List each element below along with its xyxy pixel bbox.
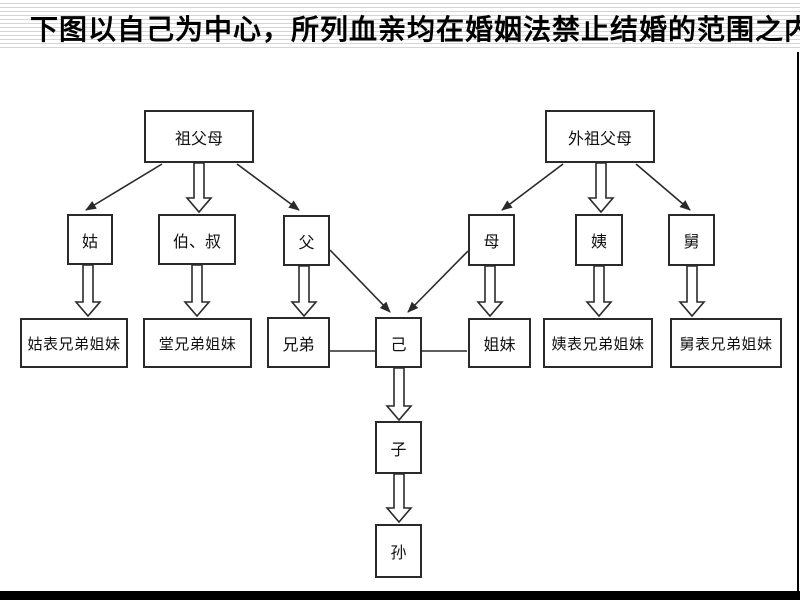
arrow-waizufumu-to-mu xyxy=(501,163,564,211)
node-self: 己 xyxy=(375,317,422,368)
node-brothers: 兄弟 xyxy=(267,317,330,368)
node-grandchildren: 孙 xyxy=(375,524,422,578)
bottom-black-bar xyxy=(0,591,800,600)
title-pinstripe-banner xyxy=(0,0,800,50)
block-arrow-yi-to-yibiao xyxy=(585,265,613,318)
node-maternal-aunt: 姨 xyxy=(575,214,623,266)
slide-title: 下图以自己为中心，所列血亲均在婚姻法禁止结婚的范围之内： xyxy=(30,15,800,46)
arrow-mu-to-ji xyxy=(407,250,469,313)
block-arrow-zufumu-to-boshu xyxy=(185,162,213,214)
block-arrow-ji-to-zi xyxy=(385,367,413,422)
block-arrow-zi-to-sun xyxy=(385,473,413,524)
block-arrow-fu-to-xiongdi xyxy=(290,265,318,318)
node-mother: 母 xyxy=(468,214,515,266)
arrow-zufumu-to-fu xyxy=(236,163,300,211)
node-maternal-uncle: 舅 xyxy=(668,214,715,266)
node-maternal-grandparents: 外祖父母 xyxy=(545,110,655,163)
block-arrow-mu-to-jiemei xyxy=(476,265,504,318)
block-arrow-jiu-to-jiubiao xyxy=(678,265,706,318)
arrow-zufumu-to-gu xyxy=(85,163,163,211)
block-arrow-boshu-to-tang xyxy=(183,264,211,318)
node-paternal-grandparents: 祖父母 xyxy=(144,110,254,163)
node-paternal-uncles: 伯、叔 xyxy=(158,214,236,265)
node-maternal-aunt-cousins: 姨表兄弟姐妹 xyxy=(543,318,653,368)
right-edge-rule xyxy=(797,52,799,591)
block-arrow-waizufumu-to-yi xyxy=(587,162,615,214)
node-paternal-aunt-cousins: 姑表兄弟姐妹 xyxy=(20,318,128,368)
arrow-fu-to-ji xyxy=(329,249,391,313)
node-sisters: 姐妹 xyxy=(468,318,531,368)
node-father: 父 xyxy=(283,215,330,266)
arrow-waizufumu-to-jiu xyxy=(635,163,691,211)
block-arrow-gu-to-gubiao xyxy=(74,264,102,318)
node-maternal-uncle-cousins: 舅表兄弟姐妹 xyxy=(670,318,782,368)
node-paternal-cousins: 堂兄弟姐妹 xyxy=(143,318,252,368)
node-paternal-aunt: 姑 xyxy=(67,214,113,265)
node-children: 子 xyxy=(375,421,422,474)
